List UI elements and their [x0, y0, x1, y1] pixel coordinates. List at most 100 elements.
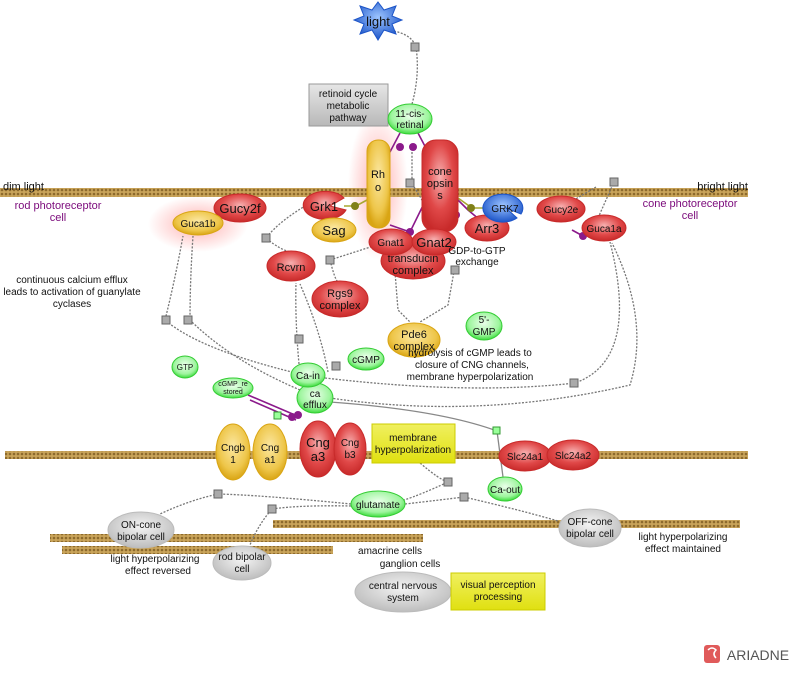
node-label: 5'- — [479, 315, 490, 326]
retinoid-cycle-pathway[interactable]: retinoid cycle metabolic pathway — [308, 83, 389, 127]
node-label: Gnat1 — [377, 238, 405, 249]
node-label: GRK7 — [491, 204, 519, 215]
node-label: effect reversed — [125, 566, 191, 577]
node-guca1b[interactable]: Guca1b — [172, 210, 224, 236]
node-label: GDP-to-GTP — [448, 246, 506, 257]
node-slc24a2[interactable]: Slc24a2 — [546, 439, 600, 471]
node-label: opsin — [427, 178, 453, 190]
node-label: rod bipolar — [218, 552, 266, 563]
node-label: Gucy2e — [544, 205, 579, 216]
node-label: membrane — [389, 433, 437, 444]
node-label: hydrolysis of cGMP leads to — [408, 348, 532, 359]
node-label: 11-cis- — [395, 109, 424, 120]
rod-bipolar-membrane — [62, 546, 333, 554]
node-ca-out[interactable]: Ca-out — [487, 476, 523, 502]
rod-photoreceptor-cell-label: rod photoreceptor cell — [15, 200, 102, 224]
node-slc24a1[interactable]: Slc24a1 — [498, 440, 552, 472]
node-label: light hyperpolarizing — [639, 532, 728, 543]
node-label: transducin — [388, 253, 439, 265]
node-label: closure of CNG channels, — [415, 360, 529, 371]
node-label: cell — [234, 564, 249, 575]
node-gucy2f[interactable]: Gucy2f — [213, 193, 267, 223]
node-label: cell — [682, 210, 699, 222]
node-label: rod photoreceptor — [15, 200, 102, 212]
node-label: pathway — [329, 113, 366, 124]
on-bipolar-membrane — [50, 534, 423, 542]
node-label: cone photoreceptor — [643, 198, 738, 210]
node-label: a3 — [311, 449, 325, 464]
node-label: metabolic — [327, 101, 370, 112]
node-glutamate[interactable]: glutamate — [350, 490, 406, 518]
node-label: metabolic — [327, 101, 370, 112]
node-ca-in[interactable]: Ca-in — [290, 362, 326, 388]
node-label: b3 — [344, 450, 356, 461]
off-bipolar-membrane — [273, 520, 740, 528]
dim-light-label: dim light — [3, 181, 44, 193]
node-label: membrane hyperpolarization — [407, 372, 534, 383]
node-label: a1 — [264, 455, 276, 466]
node-gnat2[interactable]: Gnat2 — [411, 228, 457, 256]
node-label: cell — [50, 212, 67, 224]
node-gtp[interactable]: GTP — [171, 355, 199, 379]
node-label: complex — [393, 265, 434, 277]
node-label: GMP — [473, 327, 496, 338]
node-label: glutamate — [356, 500, 400, 511]
node-grk1[interactable]: Grk1 — [302, 190, 347, 220]
node-rcvrn[interactable]: Rcvrn — [266, 250, 316, 282]
node-label: cGMP — [352, 355, 380, 366]
ganglion-cells-label: ganglion cells — [380, 559, 441, 570]
light-node[interactable]: light — [352, 1, 404, 41]
node-label: retinal — [396, 120, 423, 131]
node-rho[interactable]: Rh o — [366, 139, 391, 229]
node-label: Rh — [371, 169, 385, 181]
node-sag[interactable]: Sag — [311, 217, 357, 243]
node-label: ARIADNE — [727, 647, 789, 663]
node-label: efflux — [303, 400, 327, 411]
node-label: retinoid cycle — [319, 89, 378, 100]
node-label: effect maintained — [645, 544, 721, 555]
node-label: Ca-out — [490, 485, 520, 496]
node-cone-opsins[interactable]: cone opsin s — [421, 139, 459, 233]
node-label: central nervous — [369, 581, 437, 592]
node-cgmp[interactable]: cGMP — [347, 347, 385, 371]
node-label: s — [437, 190, 443, 202]
node-label: Grk1 — [310, 199, 338, 214]
node-gnat1[interactable]: Gnat1 — [368, 228, 414, 256]
node-label: bipolar cell — [566, 529, 614, 540]
node-gucy2e[interactable]: Gucy2e — [536, 195, 586, 223]
node-label: ca — [310, 389, 321, 400]
node-label: hyperpolarization — [375, 445, 451, 456]
node-label: cGMP_re — [218, 381, 248, 388]
node-guca1a[interactable]: Guca1a — [581, 214, 627, 242]
node-label: retinoid cycle — [319, 89, 378, 100]
node-label: cyclases — [53, 299, 91, 310]
node-label: Gucy2f — [219, 201, 261, 216]
node-11-cis-retinal[interactable]: 11-cis- retinal — [387, 103, 433, 135]
bright-light-label: bright light — [697, 181, 748, 193]
node-5-gmp[interactable]: 5'-GMP — [465, 311, 503, 341]
node-grk7[interactable]: GRK7 — [482, 193, 524, 223]
node-label: GTP — [177, 363, 193, 372]
node-label: Ca-in — [296, 371, 320, 382]
node-label: Cng — [261, 443, 279, 454]
node-label: ON-cone — [121, 520, 161, 531]
